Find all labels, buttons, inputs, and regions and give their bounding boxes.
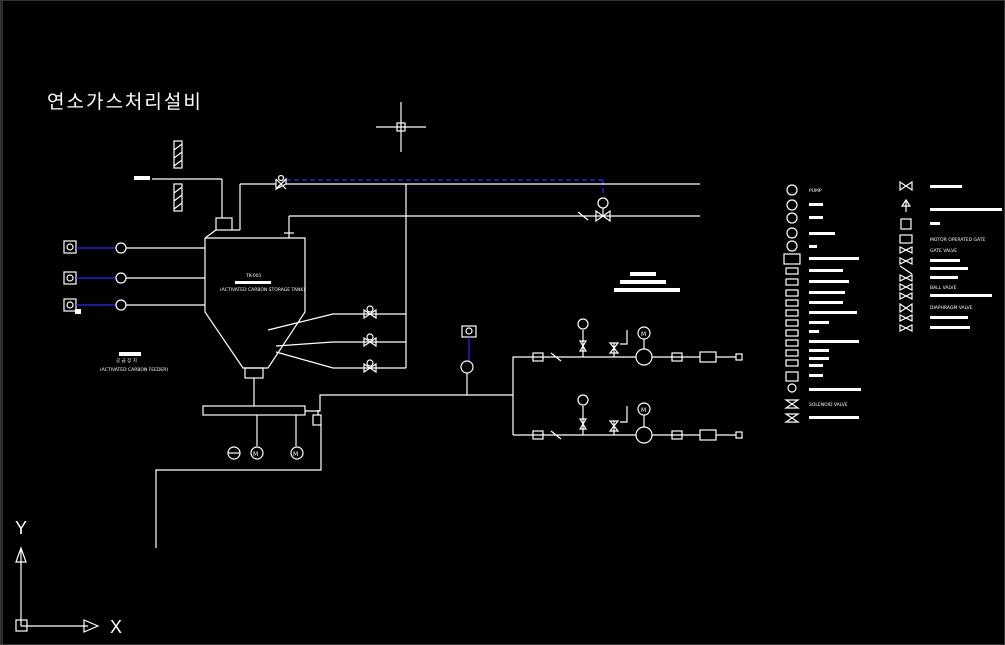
pump-motor-upper: M xyxy=(641,331,646,338)
tank-instruments xyxy=(63,240,205,314)
legend-ball-valve-label: BALL VALVE xyxy=(930,285,957,291)
legend-right: MOTOR OPERATED GATE GATE VALVE BALL VALV… xyxy=(899,180,1002,332)
feeder-label-bar xyxy=(119,352,141,356)
top-piping xyxy=(275,174,700,368)
storage-tank: TK-001 (ACTIVATED CARBON STORAGE TANK) xyxy=(204,183,306,406)
tank-label: (ACTIVATED CARBON STORAGE TANK) xyxy=(220,287,305,293)
legend-solenoid-label: SOLENOID VALVE xyxy=(809,402,848,408)
motor-1-symbol: M xyxy=(253,451,258,458)
feeder-label: (ACTIVATED CARBON FEEDER) xyxy=(100,367,168,373)
duct-hatch xyxy=(134,140,223,218)
flow-instrument xyxy=(460,325,477,395)
legend-diaphragm-valve-label: DIAPHRAGM VALVE xyxy=(930,305,973,311)
pump-train-lower: M xyxy=(513,394,743,444)
legend-pump-label: PUMP xyxy=(809,188,822,194)
section-title-block xyxy=(614,272,680,292)
feeder-tag: 공 급 장 치 xyxy=(116,357,137,364)
motor-2-symbol: M xyxy=(293,451,298,458)
feeder-conveyor: M M xyxy=(155,394,513,548)
axis-y-label: Y xyxy=(15,518,27,538)
drawing-title: 연소가스처리설비 xyxy=(47,91,203,113)
legend-left: PUMP SOLENOID VALVE xyxy=(783,184,861,423)
legend-motor-gate-label: MOTOR OPERATED GATE xyxy=(930,237,985,243)
pump-motor-lower: M xyxy=(641,407,646,414)
tank-tag: TK-001 xyxy=(245,273,262,279)
cone-valves xyxy=(267,305,406,374)
crosshair-cursor-icon xyxy=(376,102,426,152)
axis-x-label: X xyxy=(110,617,122,637)
pump-train-upper: M xyxy=(512,318,743,435)
legend-gate-valve-label: GATE VALVE xyxy=(930,248,957,254)
ucs-axis-icon: Y X xyxy=(15,518,122,637)
